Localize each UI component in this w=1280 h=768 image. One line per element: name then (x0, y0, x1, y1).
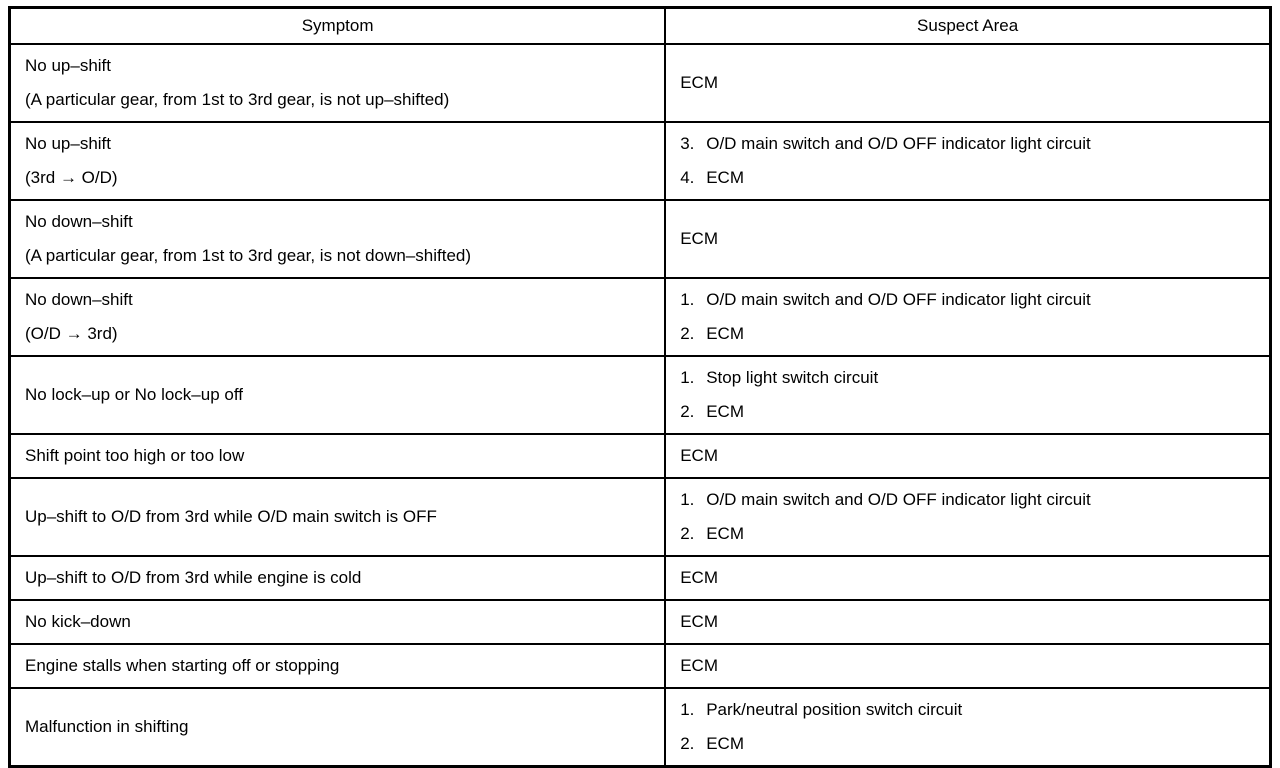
suspect-area-cell: 3. O/D main switch and O/D OFF indicator … (664, 121, 1272, 201)
suspect-item-text: ECM (680, 656, 718, 675)
suspect-area-cell: 1. O/D main switch and O/D OFF indicator … (664, 477, 1272, 557)
column-header-symptom: Symptom (8, 6, 667, 45)
symptom-text: Engine stalls when starting off or stopp… (25, 656, 340, 675)
symptom-cell: Engine stalls when starting off or stopp… (8, 643, 667, 689)
symptom-text: (A particular gear, from 1st to 3rd gear… (25, 90, 450, 109)
suspect-area-item: 1. Park/neutral position switch circuit (680, 693, 1255, 727)
table-row: No down–shift (A particular gear, from 1s… (8, 199, 1272, 279)
suspect-item-text: Stop light switch circuit (706, 368, 879, 387)
suspect-area-item: 2. ECM (680, 317, 1255, 351)
symptom-text: Malfunction in shifting (25, 717, 189, 736)
table-body: No up–shift (A particular gear, from 1st … (8, 43, 1272, 768)
suspect-item-text: ECM (680, 446, 718, 465)
suspect-item-text: ECM (680, 229, 718, 248)
table-row: Up–shift to O/D from 3rd while engine is… (8, 555, 1272, 601)
symptom-text: No kick–down (25, 612, 131, 631)
symptom-cell: No up–shift (A particular gear, from 1st … (8, 43, 667, 123)
suspect-area-item: 1. Stop light switch circuit (680, 361, 1255, 395)
symptom-cell: Shift point too high or too low (8, 433, 667, 479)
suspect-item-text: ECM (706, 402, 744, 421)
suspect-area-item: 2. ECM (680, 395, 1255, 429)
table-row: Engine stalls when starting off or stopp… (8, 643, 1272, 689)
symptom-text: No down–shift (25, 290, 133, 309)
symptom-cell: No down–shift (A particular gear, from 1s… (8, 199, 667, 279)
symptom-cell: No up–shift (3rd → O/D) (8, 121, 667, 201)
suspect-item-text: ECM (706, 324, 744, 343)
symptom-text: Up–shift to O/D from 3rd while O/D main … (25, 507, 437, 526)
suspect-item-number: 3. (680, 134, 695, 153)
suspect-item-text: O/D main switch and O/D OFF indicator li… (706, 290, 1091, 309)
symptom-text: Shift point too high or too low (25, 446, 245, 465)
table-row: No kick–down ECM (8, 599, 1272, 645)
suspect-item-number: 4. (680, 168, 695, 187)
suspect-area-cell: 1. Stop light switch circuit 2. ECM (664, 355, 1272, 435)
suspect-area-item: 2. ECM (680, 727, 1255, 761)
suspect-item-text: O/D main switch and O/D OFF indicator li… (706, 134, 1091, 153)
column-header-suspect-area: Suspect Area (664, 6, 1272, 45)
table-row: No up–shift (A particular gear, from 1st … (8, 43, 1272, 123)
suspect-item-number: 2. (680, 402, 695, 421)
suspect-item-text: ECM (706, 734, 744, 753)
suspect-item-text: ECM (706, 168, 744, 187)
table-header: Symptom Suspect Area (8, 6, 1272, 45)
suspect-area-item: ECM (680, 222, 1255, 256)
suspect-area-item: 2. ECM (680, 517, 1255, 551)
suspect-area-cell: ECM (664, 199, 1272, 279)
symptom-text: No lock–up or No lock–up off (25, 385, 243, 404)
suspect-area-cell: ECM (664, 433, 1272, 479)
symptom-cell: Up–shift to O/D from 3rd while engine is… (8, 555, 667, 601)
suspect-item-number: 1. (680, 368, 695, 387)
suspect-item-text: ECM (680, 568, 718, 587)
symptom-cell: No kick–down (8, 599, 667, 645)
symptom-suspect-table: Symptom Suspect Area No up–shift (A parti… (8, 6, 1272, 768)
suspect-item-text: ECM (680, 73, 718, 92)
symptom-text: No up–shift (25, 134, 111, 153)
suspect-item-number: 1. (680, 490, 695, 509)
symptom-cell: Up–shift to O/D from 3rd while O/D main … (8, 477, 667, 557)
suspect-item-number: 2. (680, 524, 695, 543)
symptom-text: (O/D → 3rd) (25, 324, 118, 343)
symptom-text: (A particular gear, from 1st to 3rd gear… (25, 246, 472, 265)
suspect-area-cell: ECM (664, 555, 1272, 601)
suspect-area-cell: ECM (664, 599, 1272, 645)
suspect-area-item: 4. ECM (680, 161, 1255, 195)
table-row: Malfunction in shifting 1. Park/neutral po… (8, 687, 1272, 768)
table-row: No lock–up or No lock–up off 1. Stop light… (8, 355, 1272, 435)
table-row: No down–shift (O/D → 3rd) 1. O/D main switc… (8, 277, 1272, 357)
symptom-cell: Malfunction in shifting (8, 687, 667, 768)
suspect-area-item: 1. O/D main switch and O/D OFF indicator … (680, 283, 1255, 317)
suspect-item-number: 2. (680, 324, 695, 343)
symptom-text: Up–shift to O/D from 3rd while engine is… (25, 568, 362, 587)
suspect-area-item: ECM (680, 561, 1255, 595)
suspect-item-text: Park/neutral position switch circuit (706, 700, 963, 719)
suspect-item-text: ECM (706, 524, 744, 543)
table-row: No up–shift (3rd → O/D) 3. O/D main switch … (8, 121, 1272, 201)
suspect-item-text: ECM (680, 612, 718, 631)
suspect-area-cell: ECM (664, 43, 1272, 123)
suspect-area-item: ECM (680, 439, 1255, 473)
symptom-cell: No lock–up or No lock–up off (8, 355, 667, 435)
symptom-cell: No down–shift (O/D → 3rd) (8, 277, 667, 357)
suspect-area-item: ECM (680, 605, 1255, 639)
suspect-area-item: 3. O/D main switch and O/D OFF indicator … (680, 127, 1255, 161)
suspect-area-item: 1. O/D main switch and O/D OFF indicator … (680, 483, 1255, 517)
suspect-item-text: O/D main switch and O/D OFF indicator li… (706, 490, 1091, 509)
suspect-area-cell: 1. Park/neutral position switch circuit 2.… (664, 687, 1272, 768)
symptom-text: (3rd → O/D) (25, 168, 118, 187)
suspect-item-number: 1. (680, 700, 695, 719)
symptom-text: No up–shift (25, 56, 111, 75)
suspect-area-cell: 1. O/D main switch and O/D OFF indicator … (664, 277, 1272, 357)
symptom-text: No down–shift (25, 212, 133, 231)
suspect-area-item: ECM (680, 649, 1255, 683)
header-row: Symptom Suspect Area (8, 6, 1272, 45)
table-row: Up–shift to O/D from 3rd while O/D main … (8, 477, 1272, 557)
suspect-area-cell: ECM (664, 643, 1272, 689)
suspect-area-item: ECM (680, 66, 1255, 100)
table-row: Shift point too high or too low ECM (8, 433, 1272, 479)
suspect-item-number: 2. (680, 734, 695, 753)
suspect-item-number: 1. (680, 290, 695, 309)
